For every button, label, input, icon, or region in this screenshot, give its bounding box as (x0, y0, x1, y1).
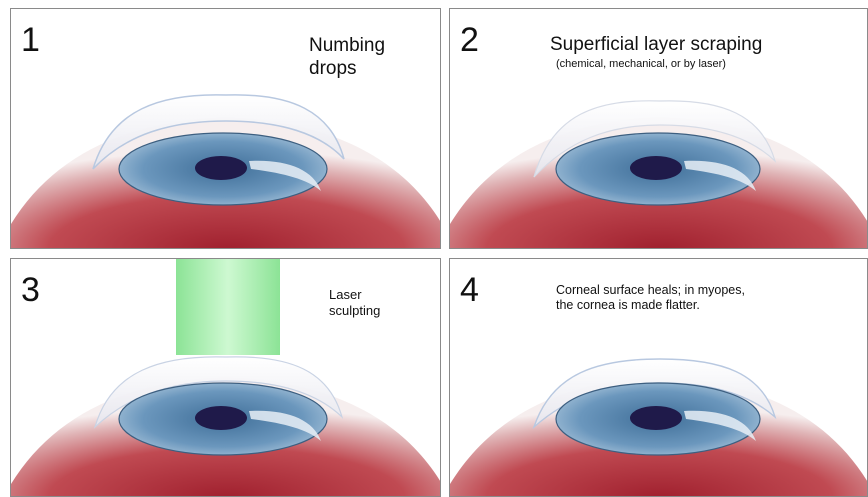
caption-line: the cornea is made flatter. (556, 298, 745, 313)
caption-line: Numbing (309, 35, 385, 58)
caption-line: sculpting (329, 303, 380, 319)
step-caption: Corneal surface heals; in myopes, the co… (556, 283, 745, 313)
pupil (195, 156, 247, 180)
caption-line: Corneal surface heals; in myopes, (556, 283, 745, 298)
pupil (630, 156, 682, 180)
step-caption: Numbing drops (309, 35, 385, 81)
caption-line: Laser (329, 287, 380, 303)
pupil (630, 406, 682, 430)
step-3-panel: 3 Laser sculpting (10, 258, 441, 497)
step-caption: Laser sculpting (329, 287, 380, 318)
step-number: 2 (460, 23, 479, 57)
step-number: 1 (21, 23, 40, 57)
caption-line: drops (309, 58, 385, 81)
step-subcaption: (chemical, mechanical, or by laser) (556, 58, 726, 71)
step-caption: Superficial layer scraping (550, 34, 762, 57)
pupil (195, 406, 247, 430)
step-1-panel: 1 Numbing drops (10, 8, 441, 249)
step-number: 3 (21, 273, 40, 307)
laser-beam (176, 259, 280, 355)
step-2-panel: 2 Superficial layer scraping (chemical, … (449, 8, 868, 249)
step-number: 4 (460, 273, 479, 307)
step-4-panel: 4 Corneal surface heals; in myopes, the … (449, 258, 868, 497)
